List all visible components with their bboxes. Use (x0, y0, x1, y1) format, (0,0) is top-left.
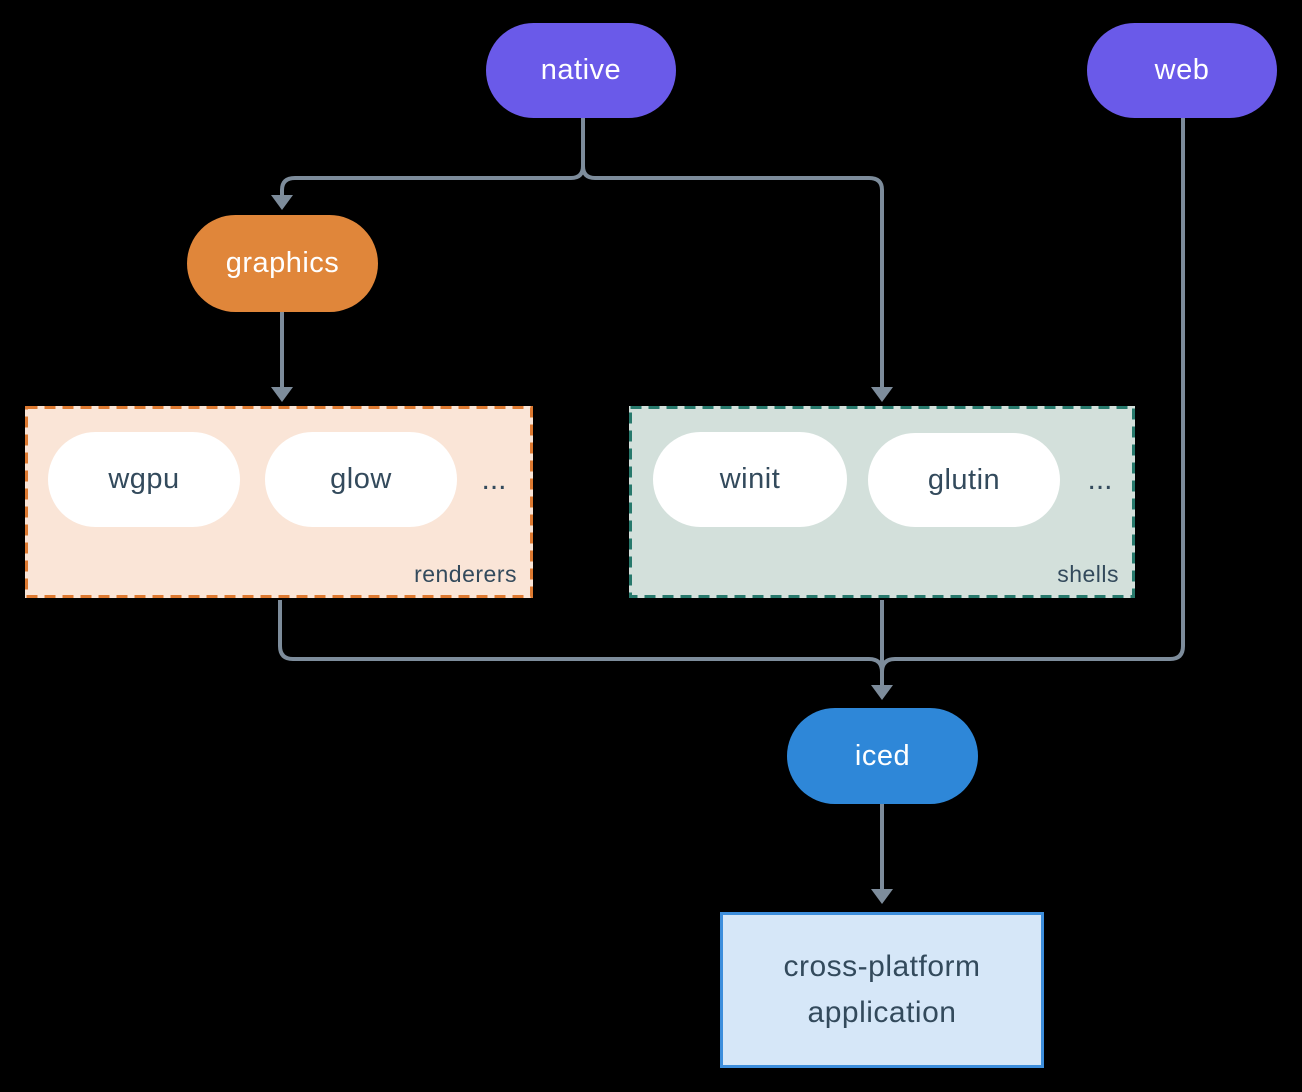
renderers-group-label: renderers (414, 561, 517, 587)
node-iced-label: iced (854, 739, 911, 772)
node-graphics-label: graphics (225, 247, 340, 279)
node-winit-label: winit (719, 463, 781, 495)
edge-renderers-iced (278, 600, 884, 673)
node-web-label: web (1154, 54, 1210, 86)
arrowhead-application (871, 889, 893, 904)
node-web: web (1087, 23, 1277, 118)
shells-ellipsis: ... (1087, 463, 1113, 496)
node-glutin: glutin (868, 433, 1060, 527)
renderers-ellipsis: ... (481, 463, 507, 496)
node-native-label: native (540, 54, 622, 86)
edge-native-graphics (280, 118, 585, 196)
node-application-label: cross-platform application (783, 950, 981, 1029)
group-renderers: wgpu glow ... renderers (25, 406, 533, 598)
node-wgpu: wgpu (48, 432, 240, 527)
node-application: cross-platform application (720, 912, 1044, 1068)
arrowhead-graphics (271, 195, 293, 210)
group-shells: winit glutin ... shells (629, 406, 1135, 598)
renderers-dashed-border (25, 406, 533, 598)
node-wgpu-label: wgpu (108, 463, 180, 495)
node-winit: winit (653, 432, 847, 527)
shells-group-label: shells (1057, 561, 1119, 587)
arrowhead-shells (871, 387, 893, 402)
node-graphics: graphics (187, 215, 378, 312)
arrowhead-iced (871, 685, 893, 700)
node-native: native (486, 23, 676, 118)
node-glow-label: glow (330, 463, 392, 495)
arrowhead-renderers (271, 387, 293, 402)
shells-dashed-border (629, 406, 1135, 598)
node-iced: iced (787, 708, 978, 804)
node-glow: glow (265, 432, 457, 527)
edge-native-shells (581, 165, 884, 388)
node-glutin-label: glutin (927, 463, 1001, 496)
